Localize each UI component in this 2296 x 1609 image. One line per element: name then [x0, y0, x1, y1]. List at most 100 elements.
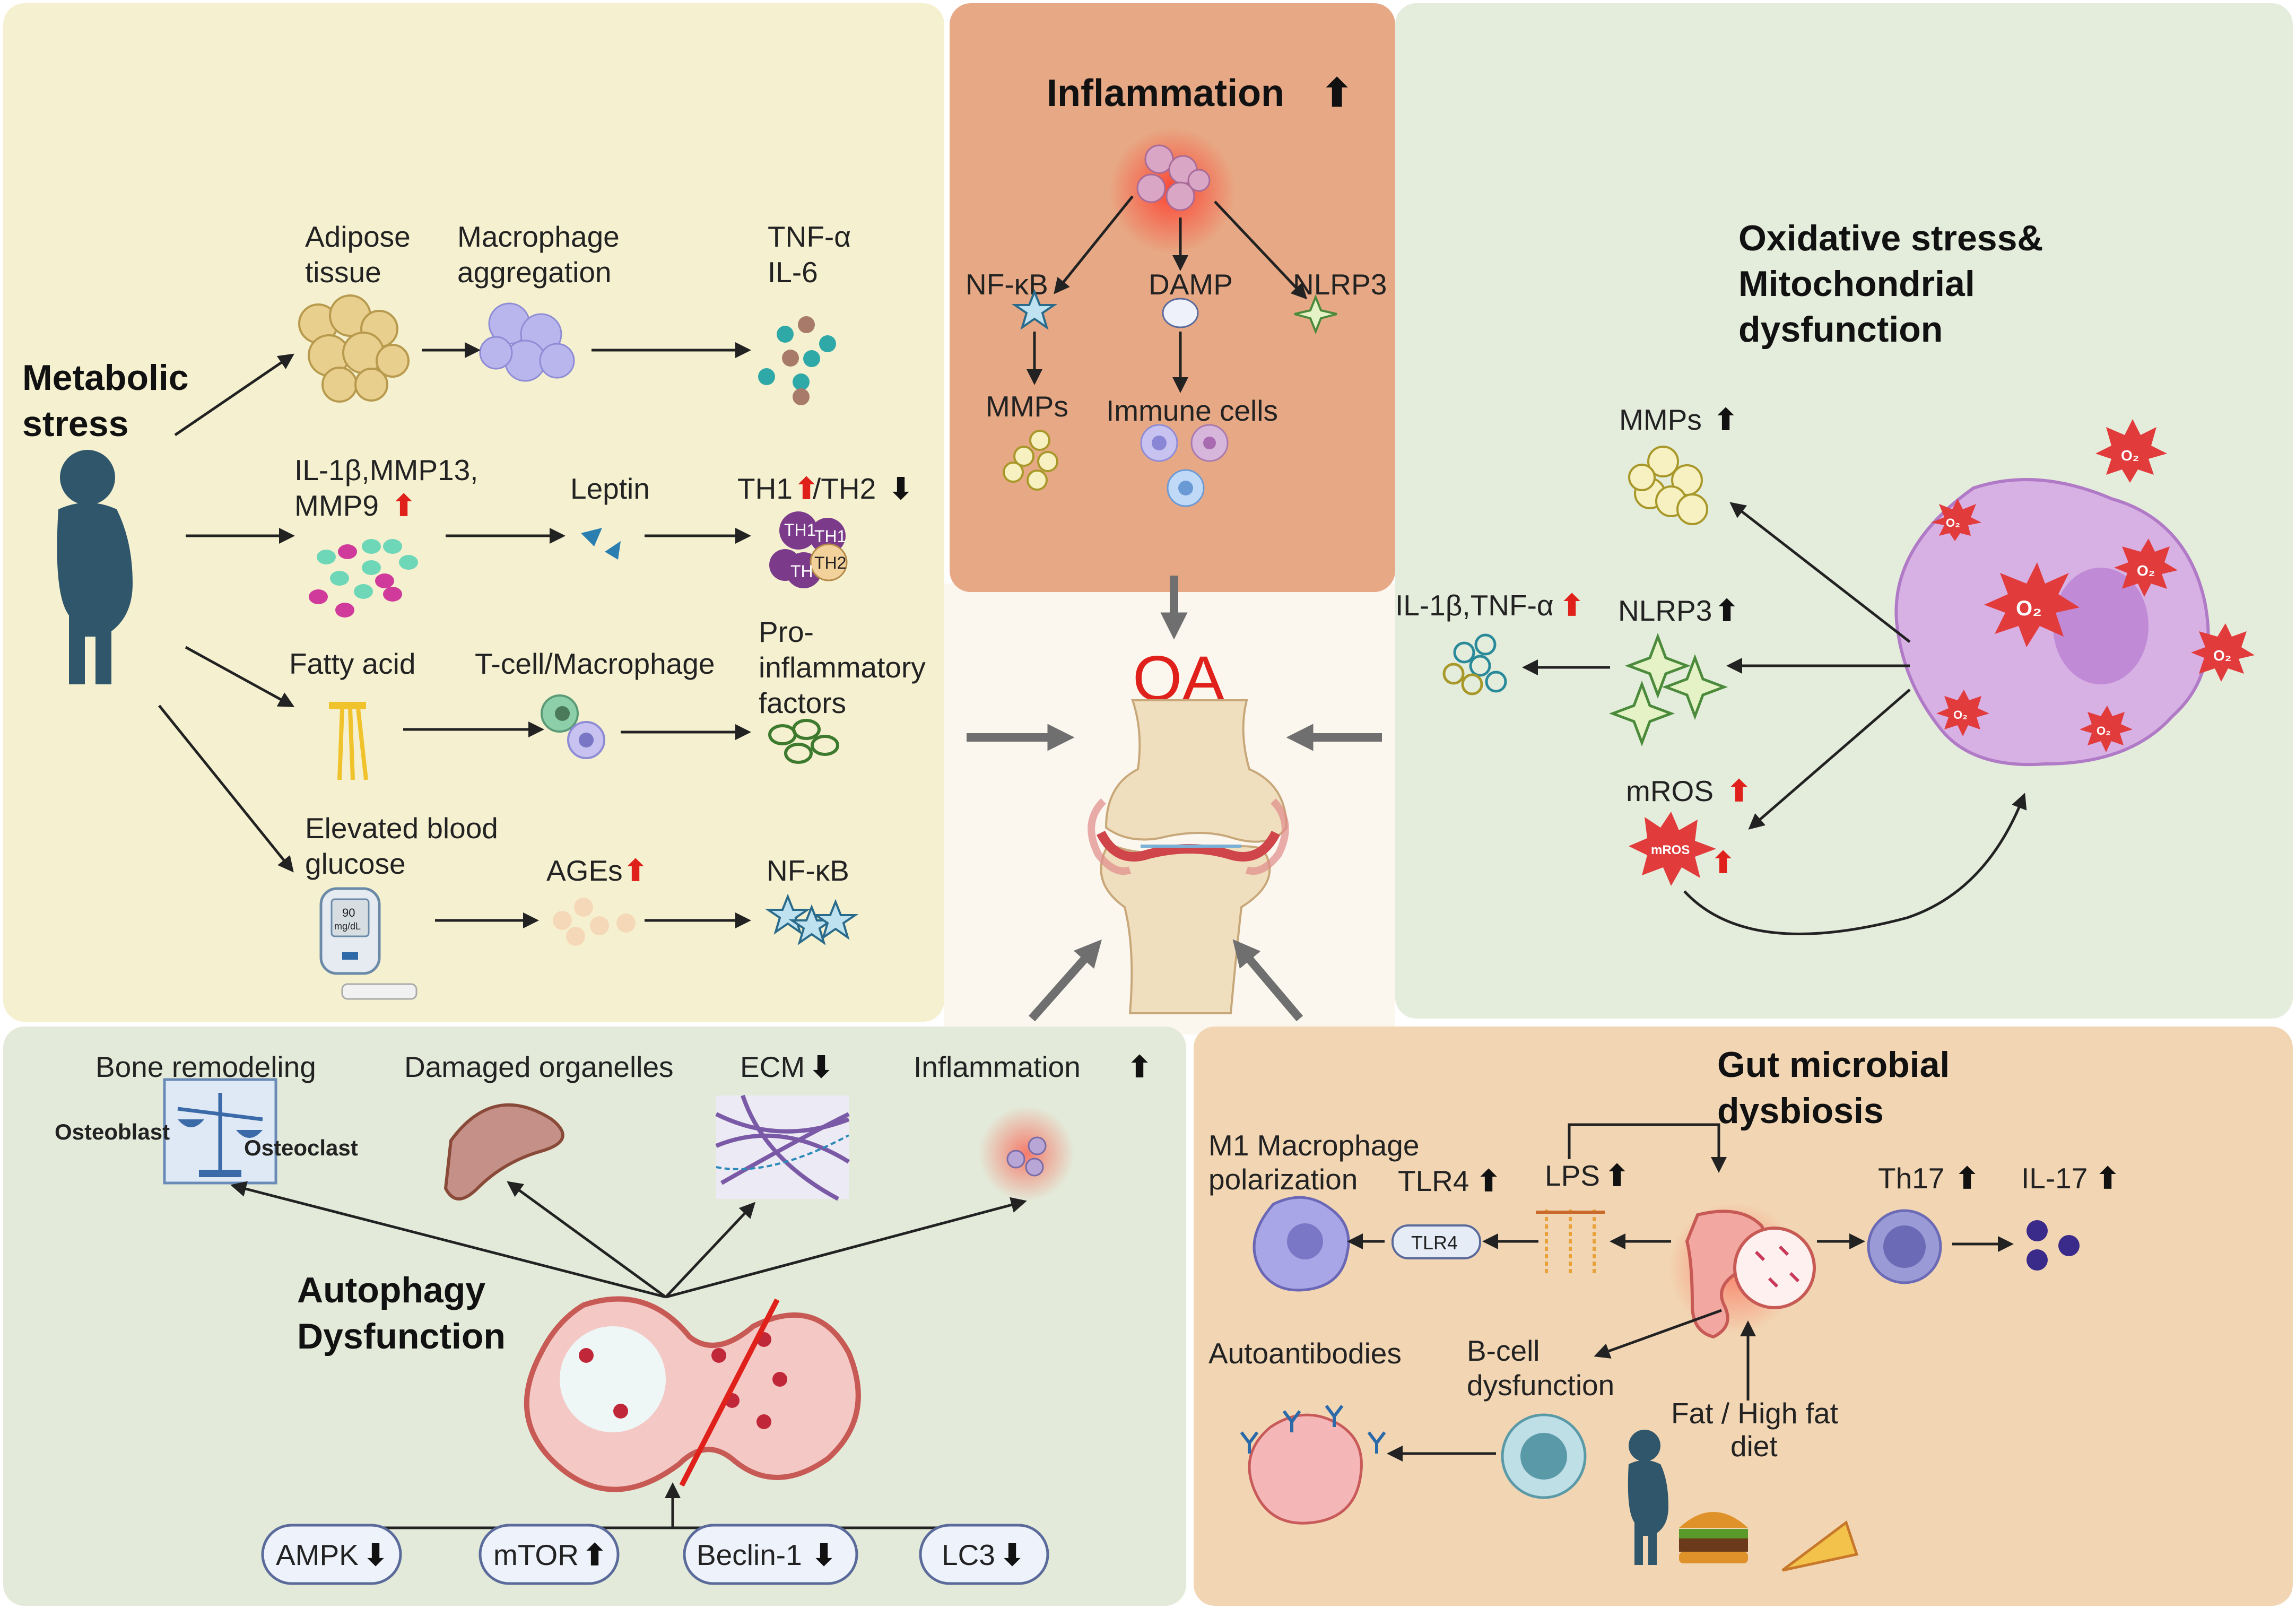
ampk-pill: AMPK ⬇ [261, 1524, 402, 1585]
fat-label-2: diet [1730, 1430, 1778, 1463]
pro-inflammatory-label-3: factors [759, 686, 846, 719]
o2-label: O₂ [2097, 724, 2111, 737]
inflamed-cells-icon [1136, 144, 1211, 211]
damaged-mitochondrion-icon [443, 1103, 564, 1201]
nlrp3-star-icon [1294, 294, 1337, 335]
bcell-label-2: dysfunction [1467, 1369, 1614, 1402]
lysosome-enzymes-icon [579, 1332, 787, 1429]
up-arrow-icon: ⬆ [1476, 1164, 1501, 1197]
tcell-macrophage-icon [541, 694, 605, 759]
autoantibodies-label: Autoantibodies [1208, 1337, 1402, 1370]
o2-label: O₂ [2213, 647, 2231, 664]
m1-label-2: polarization [1208, 1163, 1358, 1196]
th-cell-label: TH [790, 562, 813, 581]
up-arrow-icon: ⬆ [1321, 72, 1353, 115]
gut-title-1: Gut microbial [1717, 1045, 1950, 1085]
lps-label: LPS [1545, 1159, 1600, 1192]
fatty-acid-label: Fatty acid [289, 647, 415, 680]
up-arrow-icon: ⬆ [1714, 403, 1738, 436]
autophagy-panel: Bone remodeling Osteoblast Osteoclast Da… [3, 1027, 1186, 1606]
macrophage-label-2: aggregation [457, 256, 612, 289]
macrophage-cluster-icon [479, 302, 575, 382]
down-arrow-icon: ⬇ [363, 1538, 388, 1571]
gut-dysbiosis-panel: Gut microbial dysbiosis M1 Macrophage po… [1194, 1027, 2293, 1606]
tlr4-pill [1391, 1224, 1481, 1259]
th1-label: TH1 [737, 472, 793, 505]
mros-label: mROS [1626, 775, 1714, 807]
damaged-organelles-label: Damaged organelles [404, 1050, 674, 1083]
tcell-macrophage-label: T-cell/Macrophage [475, 647, 715, 680]
nlrp3-label: NLRP3 [1293, 268, 1387, 301]
up-arrow-icon: ⬆ [1955, 1162, 1979, 1195]
blocked-slash-icon [679, 1298, 780, 1487]
cell-nucleus [2053, 568, 2149, 684]
m1-label-1: M1 Macrophage [1208, 1129, 1419, 1162]
lps-molecules-icon [1536, 1210, 1605, 1273]
il1b-label-2: MMP9 [294, 489, 379, 522]
femur-icon [1104, 699, 1288, 843]
tlr4-pill-label: TLR4 [1411, 1232, 1458, 1254]
o2-label: O₂ [2121, 447, 2139, 464]
lc3-label: LC3 [942, 1538, 995, 1571]
bone-remodeling-label: Bone remodeling [95, 1050, 316, 1083]
inflammation-panel: Inflammation ⬆ NF-κB DAMP NLRP3 MMPs Imm… [950, 3, 1395, 592]
immune-cells-icon [1140, 424, 1229, 507]
macrophage-label-1: Macrophage [457, 220, 620, 253]
o2-label-main: O₂ [2016, 597, 2042, 620]
ecm-label: ECM [740, 1050, 805, 1083]
mmps-icon [1628, 446, 1708, 525]
mmps-icon [1003, 430, 1058, 491]
up-arrow-icon: ⬆ [1715, 594, 1739, 627]
nlrp3-stars-icon [1608, 632, 1728, 747]
metabolic-stress-panel: Metabolic stress Adipose tissue Macropha… [3, 3, 944, 1022]
up-arrow-icon: ⬆ [1711, 846, 1735, 879]
glucose-label-2: glucose [305, 847, 406, 880]
o2-label: O₂ [2137, 562, 2155, 579]
nfkb-star-icon [1011, 289, 1058, 330]
nlrp3-label: NLRP3 [1618, 594, 1712, 627]
il17-label: IL-17 [2021, 1162, 2088, 1195]
mtor-pill: mTOR ⬆ [479, 1524, 620, 1585]
th1-cell-label: TH1 [784, 520, 816, 540]
cytokine-dots-icon [758, 316, 836, 405]
th17-label: Th17 [1878, 1162, 1944, 1195]
down-arrow-icon: ⬇ [889, 472, 913, 505]
tlr4-label: TLR4 [1398, 1164, 1469, 1197]
bone-balance-icon [163, 1078, 277, 1185]
metabolic-title-1: Metabolic [22, 358, 189, 398]
meter-unit: mg/dL [334, 921, 361, 932]
mros-burst-icon [1629, 812, 1716, 886]
th1-cell-label-2: TH1 [814, 527, 846, 546]
obese-person-icon [57, 450, 133, 684]
inflammation-panel-bg [950, 3, 1395, 592]
down-arrow-icon: ⬇ [809, 1050, 833, 1083]
adipose-label-1: Adipose [305, 220, 411, 253]
autophagy-title-2: Dysfunction [297, 1316, 506, 1356]
autoantibody-cell-icon [1248, 1413, 1363, 1525]
o2-labels: O₂ O₂ O₂ O₂ O₂ O₂ O₂ [1946, 447, 2231, 737]
fat-label-1: Fat / High fat [1671, 1397, 1838, 1430]
th17-nucleus [1883, 1225, 1926, 1268]
immune-cells-label: Immune cells [1106, 394, 1278, 427]
up-arrow-icon: ⬆ [582, 1538, 607, 1571]
up-arrow-icon: ⬆ [1560, 589, 1584, 622]
obese-person-icon [1628, 1430, 1668, 1565]
mtor-label: mTOR [493, 1538, 579, 1571]
ecm-fibers-icon [715, 1094, 850, 1201]
up-arrow-icon: ⬆ [794, 472, 819, 505]
pro-inflammatory-factors-icon [768, 719, 839, 764]
oxidative-stress-panel: Oxidative stress& Mitochondrial dysfunct… [1395, 3, 2293, 1019]
th2-cell-label: TH2 [814, 553, 846, 572]
intestine-icon [1668, 1202, 1816, 1339]
metabolic-title-2: stress [22, 404, 128, 444]
up-arrow-icon: ⬆ [392, 489, 416, 522]
osteoclast-label: Osteoclast [244, 1135, 358, 1160]
th-cells-icon: TH1 TH1 TH2 TH [769, 511, 848, 588]
mmp-dots-icon [309, 539, 418, 617]
mmps-label: MMPs [986, 390, 1068, 423]
up-arrow-icon: ⬆ [1727, 775, 1751, 807]
fatty-acid-icon [329, 702, 368, 780]
pizza-icon [1781, 1520, 1859, 1572]
gray-convergence-arrows [967, 576, 1382, 1022]
